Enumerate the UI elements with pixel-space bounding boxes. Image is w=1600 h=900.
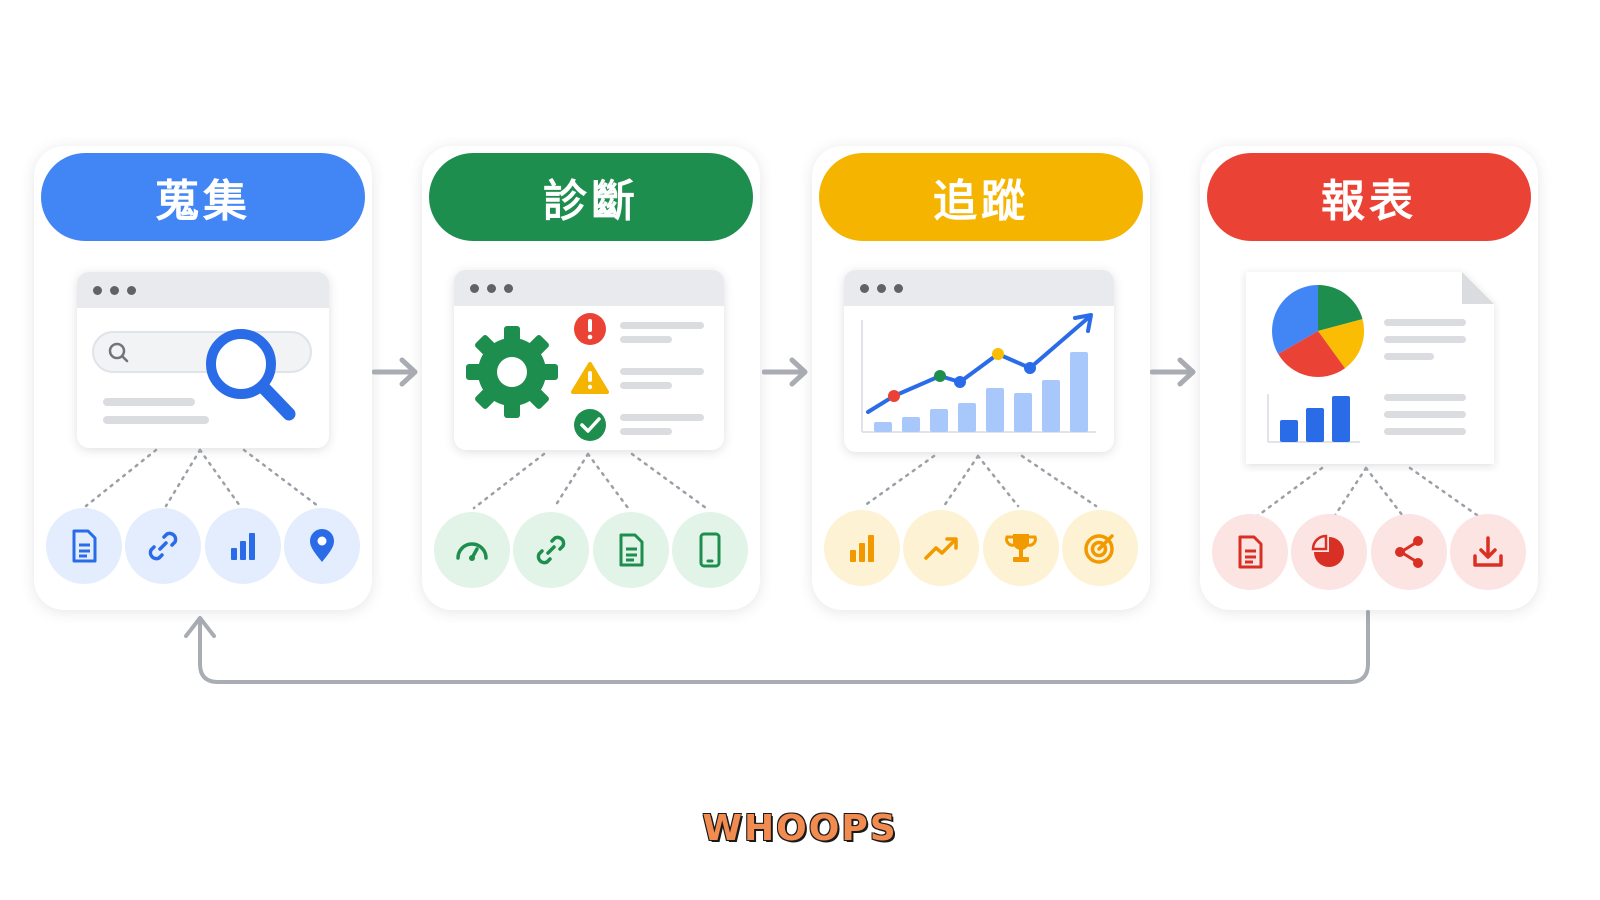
- flow-arrow-1: [372, 357, 418, 387]
- stage-card-track: 追蹤: [812, 146, 1150, 610]
- dotted-connectors: [84, 448, 320, 508]
- browser-mockup-search: [77, 272, 329, 448]
- stage-title-track: 追蹤: [819, 153, 1143, 241]
- icon-row-track: [824, 510, 1138, 586]
- pie-chart-icon: [1291, 514, 1368, 590]
- trophy-icon: [982, 510, 1059, 586]
- stage-title-report: 報表: [1207, 153, 1531, 241]
- browser-toolbar: [77, 272, 329, 308]
- trend-chart-illustration: [861, 313, 1096, 433]
- bar-chart-icon: [824, 510, 900, 586]
- flow-arrow-2: [762, 357, 808, 387]
- icon-row-collect: [46, 508, 360, 584]
- diagnostics-illustration: [466, 313, 704, 441]
- document-icon: [592, 512, 669, 588]
- trend-up-icon: [903, 510, 980, 586]
- dotted-connectors: [862, 454, 1098, 508]
- share-icon: [1370, 514, 1447, 590]
- icon-row-diagnose: [434, 512, 748, 588]
- stage-card-report: 報表: [1200, 146, 1538, 610]
- link-icon: [513, 512, 590, 588]
- browser-toolbar: [454, 270, 724, 306]
- document-icon: [46, 508, 122, 584]
- location-pin-icon: [283, 508, 360, 584]
- dotted-connectors: [1250, 466, 1486, 522]
- stage-card-diagnose: 診斷: [422, 146, 760, 610]
- icon-row-report: [1212, 514, 1526, 590]
- link-icon: [125, 508, 202, 584]
- flow-arrow-3: [1150, 357, 1196, 387]
- browser-mockup-tracking: [844, 270, 1114, 452]
- stage-card-collect: 蒐集: [34, 146, 372, 610]
- browser-mockup-diagnostics: [454, 270, 724, 450]
- speedometer-icon: [434, 512, 510, 588]
- document-icon: [1212, 514, 1288, 590]
- download-icon: [1449, 514, 1526, 590]
- brand-logo: WHOOPS: [702, 808, 898, 849]
- mobile-device-icon: [671, 512, 748, 588]
- target-icon: [1061, 510, 1138, 586]
- bar-chart-icon: [204, 508, 281, 584]
- stage-title-collect: 蒐集: [41, 153, 365, 241]
- browser-toolbar: [844, 270, 1114, 306]
- stage-title-diagnose: 診斷: [429, 153, 753, 241]
- search-illustration: [92, 329, 312, 424]
- report-document-illustration: [1246, 272, 1494, 464]
- dotted-connectors: [472, 452, 708, 510]
